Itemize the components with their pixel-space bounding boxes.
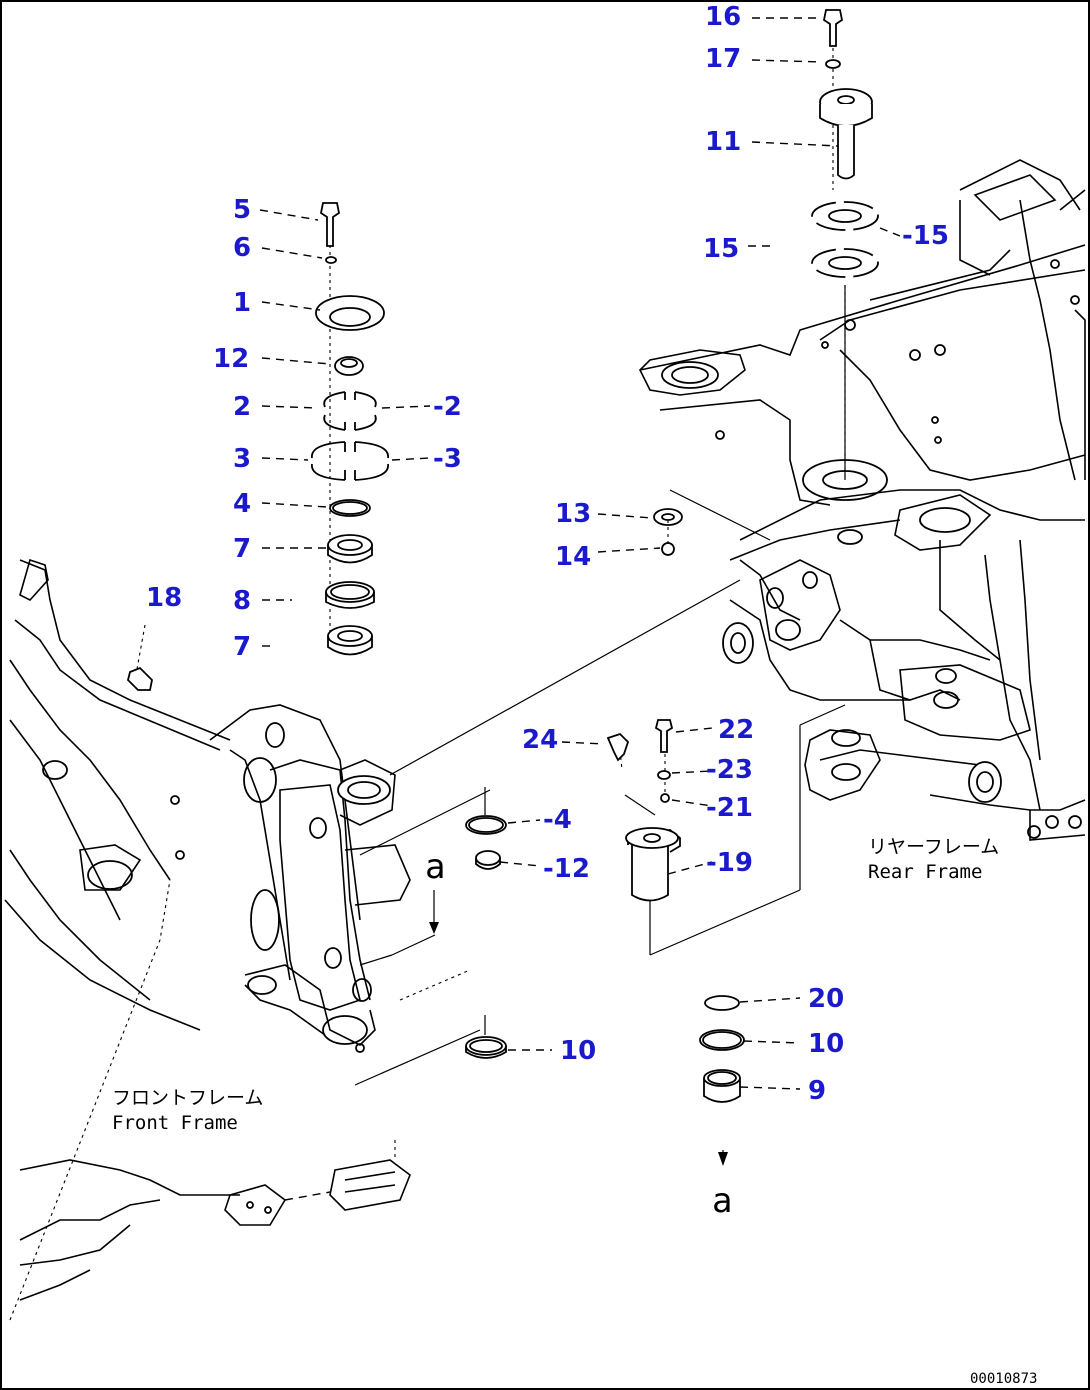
callout-3-right: -3 xyxy=(433,444,462,474)
nut-14-icon xyxy=(661,542,675,556)
washer-17-icon xyxy=(825,59,841,69)
callout-3-left: 3 xyxy=(233,444,251,474)
section-ref-a-upper: a xyxy=(425,847,445,887)
callout-2-right: -2 xyxy=(433,392,462,422)
shim-3-icon xyxy=(311,441,389,481)
callout-1: 1 xyxy=(233,288,251,318)
callout-15-right: -15 xyxy=(902,221,949,251)
callout-6: 6 xyxy=(233,233,251,263)
callout-9: 9 xyxy=(808,1076,826,1106)
front-frame-drawing xyxy=(4,558,471,1301)
document-code: 00010873 xyxy=(970,1371,1037,1387)
view-a-arrow-lower-icon xyxy=(718,1150,728,1166)
callout-leaders xyxy=(259,17,901,1090)
plate-13-icon xyxy=(653,508,683,526)
grease-fitting-18-icon xyxy=(127,666,153,691)
shim-20-icon xyxy=(704,995,740,1011)
callout-labels: 16 17 11 15 -15 5 6 1 12 2 -2 3 -3 4 7 8… xyxy=(146,2,949,1106)
pin-19-icon xyxy=(625,827,681,902)
callout-7-lower: 7 xyxy=(233,632,251,662)
callout-12-lower: -12 xyxy=(543,854,590,884)
callout-8: 8 xyxy=(233,586,251,616)
callout-22: 22 xyxy=(718,715,754,745)
rear-frame-label-en: Rear Frame xyxy=(868,861,982,883)
grease-fitting-24-icon xyxy=(606,732,630,762)
section-ref-a-lower: a xyxy=(712,1181,732,1221)
view-a-arrow-front-icon xyxy=(429,890,439,934)
seal-4-upper-icon xyxy=(329,499,371,517)
seal-10-right-icon xyxy=(699,1029,745,1051)
callout-18: 18 xyxy=(146,583,182,613)
callout-5: 5 xyxy=(233,195,251,225)
callout-20: 20 xyxy=(808,984,844,1014)
plate-21-icon xyxy=(660,793,670,803)
callout-7-upper: 7 xyxy=(233,534,251,564)
rear-frame-label-jp: リヤーフレーム xyxy=(868,836,999,858)
leader-lines xyxy=(9,20,846,1321)
callout-19: -19 xyxy=(706,848,753,878)
callout-11: 11 xyxy=(705,127,741,157)
bolt-5-icon xyxy=(319,202,341,247)
spacer-12-lower-icon xyxy=(475,850,501,870)
callout-4-lower: -4 xyxy=(543,805,572,835)
shim-15-lower-icon xyxy=(811,248,879,278)
callout-16: 16 xyxy=(705,2,741,32)
exploded-parts xyxy=(127,9,879,1166)
callout-17: 17 xyxy=(705,44,741,74)
pin-11-icon xyxy=(819,88,873,180)
callout-12-upper: 12 xyxy=(213,344,249,374)
callout-2-left: 2 xyxy=(233,392,251,422)
shim-2-icon xyxy=(323,391,377,431)
callout-10-left: 10 xyxy=(560,1036,596,1066)
seal-10-left-icon xyxy=(465,1036,507,1059)
callout-4-upper: 4 xyxy=(233,489,251,519)
front-frame-label-en: Front Frame xyxy=(112,1112,238,1134)
bearing-7-upper-icon xyxy=(327,534,373,564)
spacer-8-icon xyxy=(325,581,375,609)
bolt-22-icon xyxy=(654,719,674,753)
frame-labels: リヤーフレーム Rear Frame フロントフレーム Front Frame … xyxy=(112,836,1037,1387)
bolt-16-icon xyxy=(822,9,844,47)
seal-4-lower-icon xyxy=(465,815,507,835)
bearing-7-lower-icon xyxy=(327,625,373,656)
rear-frame-drawing xyxy=(639,159,1086,841)
callout-15-left: 15 xyxy=(703,234,739,264)
washer-23-icon xyxy=(657,770,671,780)
callout-13: 13 xyxy=(555,499,591,529)
shim-15-upper-icon xyxy=(811,201,879,231)
callout-24: 24 xyxy=(522,725,558,755)
callout-23: -23 xyxy=(706,755,753,785)
callout-14: 14 xyxy=(555,542,591,572)
spacer-12-upper-icon xyxy=(334,356,364,376)
callout-10-right: 10 xyxy=(808,1029,844,1059)
retainer-1-icon xyxy=(315,295,385,331)
bushing-9-icon xyxy=(703,1069,741,1103)
callout-21: -21 xyxy=(706,793,753,823)
washer-6-icon xyxy=(325,256,337,264)
front-frame-label-jp: フロントフレーム xyxy=(112,1087,263,1109)
